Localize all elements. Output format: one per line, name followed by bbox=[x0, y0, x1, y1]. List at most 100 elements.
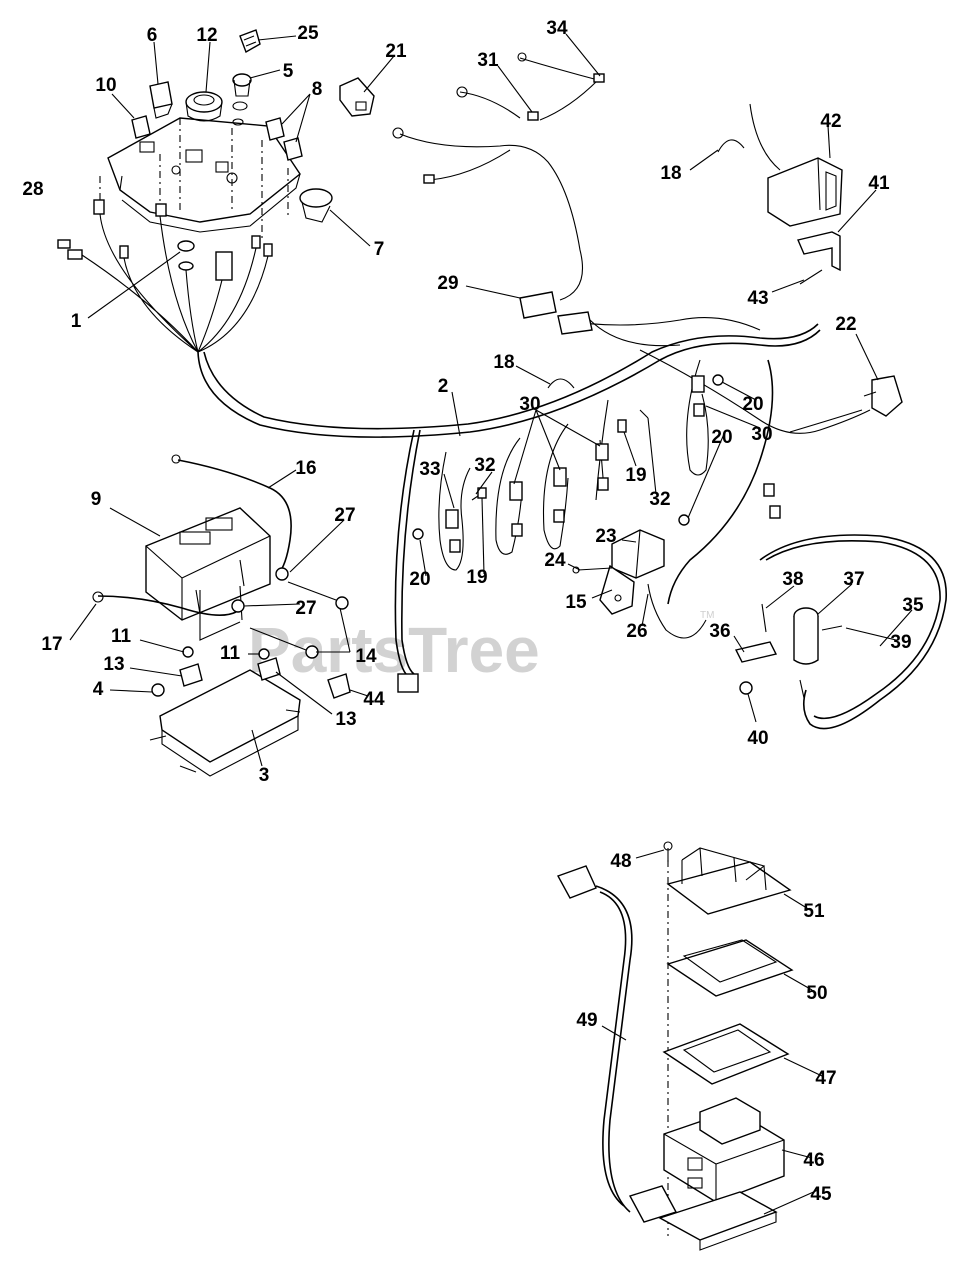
connector-part-22 bbox=[789, 375, 903, 433]
nut-part-11b bbox=[258, 648, 270, 660]
callout-lbl-33: 33 bbox=[419, 459, 440, 480]
wire-part-35 bbox=[759, 534, 947, 730]
dash-panel-assembly bbox=[99, 117, 301, 240]
switch-part-8 bbox=[265, 117, 303, 161]
callout-lbl-44: 44 bbox=[363, 689, 385, 710]
grommet-part-1 bbox=[177, 240, 195, 271]
washer-part-27b bbox=[231, 599, 245, 613]
callout-lbl-15: 15 bbox=[565, 592, 587, 613]
key-switch-part-5 bbox=[232, 73, 252, 126]
screw-part-39 bbox=[821, 625, 843, 631]
callout-lbl-2: 2 bbox=[438, 376, 449, 397]
nut-part-20c bbox=[678, 514, 690, 526]
callout-lbl-1: 1 bbox=[71, 311, 82, 332]
plug-part-44 bbox=[327, 673, 351, 699]
bolt-part-14b bbox=[249, 627, 307, 651]
bolt-part-4 bbox=[151, 683, 165, 697]
terminal-part-26 bbox=[647, 583, 707, 639]
gasket-part-47 bbox=[662, 1023, 790, 1085]
screw-part-43 bbox=[799, 269, 823, 285]
module-part-50 bbox=[666, 939, 794, 997]
callout-lbl-51: 51 bbox=[803, 901, 825, 922]
callout-lbl-24: 24 bbox=[544, 550, 566, 571]
callout-lbl-26: 26 bbox=[626, 621, 647, 642]
switch-part-6 bbox=[149, 81, 173, 119]
terminals-left bbox=[93, 199, 273, 259]
callout-lbl-13b: 13 bbox=[335, 709, 356, 730]
callout-lbl-19a: 19 bbox=[466, 567, 487, 588]
callout-lbl-32a: 32 bbox=[474, 455, 495, 476]
callout-lbl-37: 37 bbox=[843, 569, 864, 590]
tray-part-3 bbox=[149, 669, 301, 777]
callout-lbl-36: 36 bbox=[709, 621, 730, 642]
callout-lbl-12: 12 bbox=[196, 25, 217, 46]
callout-lbl-11a: 11 bbox=[111, 626, 132, 647]
light-part-42 bbox=[749, 103, 843, 227]
callout-lbl-47: 47 bbox=[815, 1068, 836, 1089]
bolt-part-14a bbox=[287, 581, 337, 601]
washer-part-27a bbox=[275, 567, 289, 581]
callout-lbl-49: 49 bbox=[576, 1010, 597, 1031]
connector-part-21 bbox=[339, 77, 375, 117]
main-harness-part-2 bbox=[197, 329, 821, 438]
battery-part-9 bbox=[145, 507, 271, 621]
callout-lbl-31: 31 bbox=[477, 50, 499, 71]
light-part-7 bbox=[299, 188, 333, 223]
callout-lbl-42: 42 bbox=[820, 111, 841, 132]
screw-part-19b bbox=[617, 419, 627, 433]
cage-part-51 bbox=[666, 847, 792, 915]
watermark-text: PartsTree bbox=[248, 614, 540, 686]
connector-part-28 bbox=[57, 239, 83, 260]
callout-lbl-41: 41 bbox=[868, 173, 890, 194]
callout-lbl-18a: 18 bbox=[493, 352, 514, 373]
bolt-part-24 bbox=[577, 567, 613, 571]
callout-lbl-11b: 11 bbox=[220, 643, 241, 664]
key-part-25 bbox=[239, 29, 261, 54]
coil-part-37 bbox=[793, 607, 819, 699]
connector-block bbox=[215, 251, 233, 281]
watermark-trademark: TM bbox=[700, 610, 714, 621]
clip-part-18 bbox=[547, 378, 575, 389]
box-part-46 bbox=[663, 1097, 785, 1203]
meter-part-12 bbox=[185, 91, 223, 122]
callout-lbl-8: 8 bbox=[312, 79, 323, 100]
callout-lbl-46: 46 bbox=[803, 1150, 824, 1171]
callout-lbl-22: 22 bbox=[835, 314, 856, 335]
callout-lbl-30b: 30 bbox=[751, 424, 772, 445]
callout-lbl-35: 35 bbox=[902, 595, 924, 616]
callout-lbl-21: 21 bbox=[385, 41, 407, 62]
callout-lbl-43: 43 bbox=[747, 288, 768, 309]
screw-part-38 bbox=[761, 603, 767, 633]
callout-lbl-6: 6 bbox=[147, 25, 158, 46]
callout-lbl-25: 25 bbox=[297, 23, 319, 44]
callout-lbl-18b: 18 bbox=[660, 163, 681, 184]
clamp-part-13 bbox=[179, 657, 281, 687]
callout-lbl-34: 34 bbox=[546, 18, 568, 39]
callout-lbl-20c: 20 bbox=[711, 427, 732, 448]
callout-lbl-48: 48 bbox=[610, 851, 631, 872]
callout-lbl-20a: 20 bbox=[409, 569, 430, 590]
cable-part-16 bbox=[177, 459, 292, 575]
callout-lbl-14: 14 bbox=[355, 646, 377, 667]
callout-lbl-40: 40 bbox=[747, 728, 768, 749]
upper-harness bbox=[399, 57, 599, 301]
leader-lines bbox=[69, 33, 913, 1215]
callout-lbl-20b: 20 bbox=[742, 394, 763, 415]
callout-lbl-50: 50 bbox=[806, 983, 827, 1004]
nut-part-40 bbox=[739, 681, 753, 695]
cable-part-17 bbox=[97, 595, 237, 616]
callout-lbl-27a: 27 bbox=[334, 505, 355, 526]
callout-lbl-30a: 30 bbox=[519, 394, 540, 415]
solenoid-part-23 bbox=[611, 529, 665, 579]
callout-lbl-13a: 13 bbox=[103, 654, 124, 675]
harness-part-49 bbox=[556, 865, 678, 1223]
callout-lbl-3: 3 bbox=[259, 765, 270, 786]
callout-lbl-5: 5 bbox=[283, 61, 294, 82]
nut-part-20b bbox=[712, 374, 724, 386]
switch-part-10 bbox=[131, 115, 151, 139]
clip-part-18b bbox=[717, 139, 745, 153]
callout-lbl-45: 45 bbox=[810, 1184, 832, 1205]
callout-lbl-39: 39 bbox=[890, 632, 911, 653]
callout-lbl-27b: 27 bbox=[295, 598, 316, 619]
